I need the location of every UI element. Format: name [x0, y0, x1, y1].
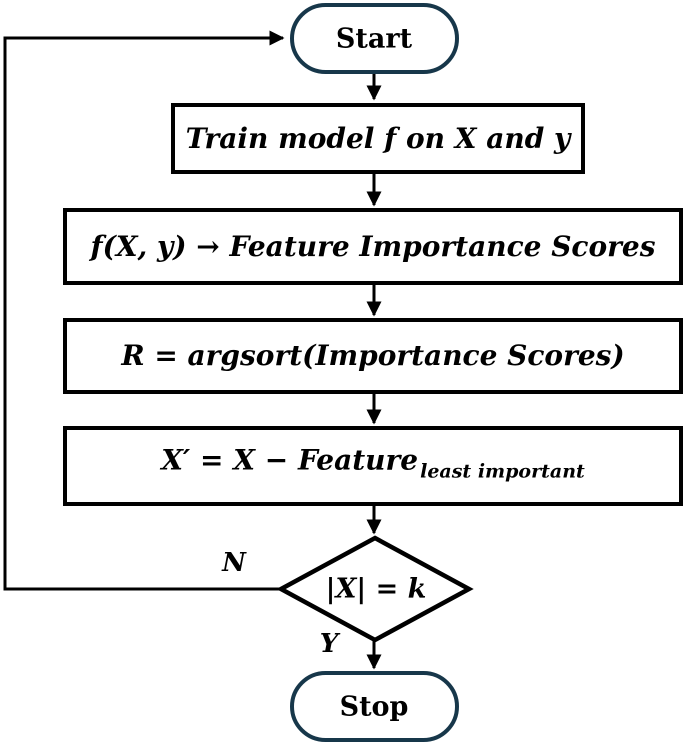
- stop-label: Stop: [339, 691, 409, 723]
- train-node: [171, 103, 585, 174]
- start-node: [290, 3, 459, 74]
- decision-label: |X| = k: [325, 573, 427, 605]
- importance-label: f(X, y) → Feature Importance Scores: [90, 230, 656, 263]
- decision-node: [276, 535, 474, 643]
- branch-yes-label: Y: [319, 629, 339, 659]
- remove-feature-label-main: X′ = X − Feature: [161, 443, 419, 477]
- start-label: Start: [335, 23, 413, 55]
- importance-node: [63, 208, 683, 285]
- stop-node: [290, 671, 459, 742]
- remove-feature-node: [63, 426, 683, 506]
- branch-no-label: N: [222, 548, 246, 578]
- argsort-node: [63, 318, 683, 394]
- argsort-label: R = argsort(Importance Scores): [121, 339, 625, 372]
- remove-feature-label-subscript: least important: [420, 460, 585, 483]
- train-label: Train model f on X and y: [185, 122, 571, 155]
- edge-loop-no: [3, 30, 285, 591]
